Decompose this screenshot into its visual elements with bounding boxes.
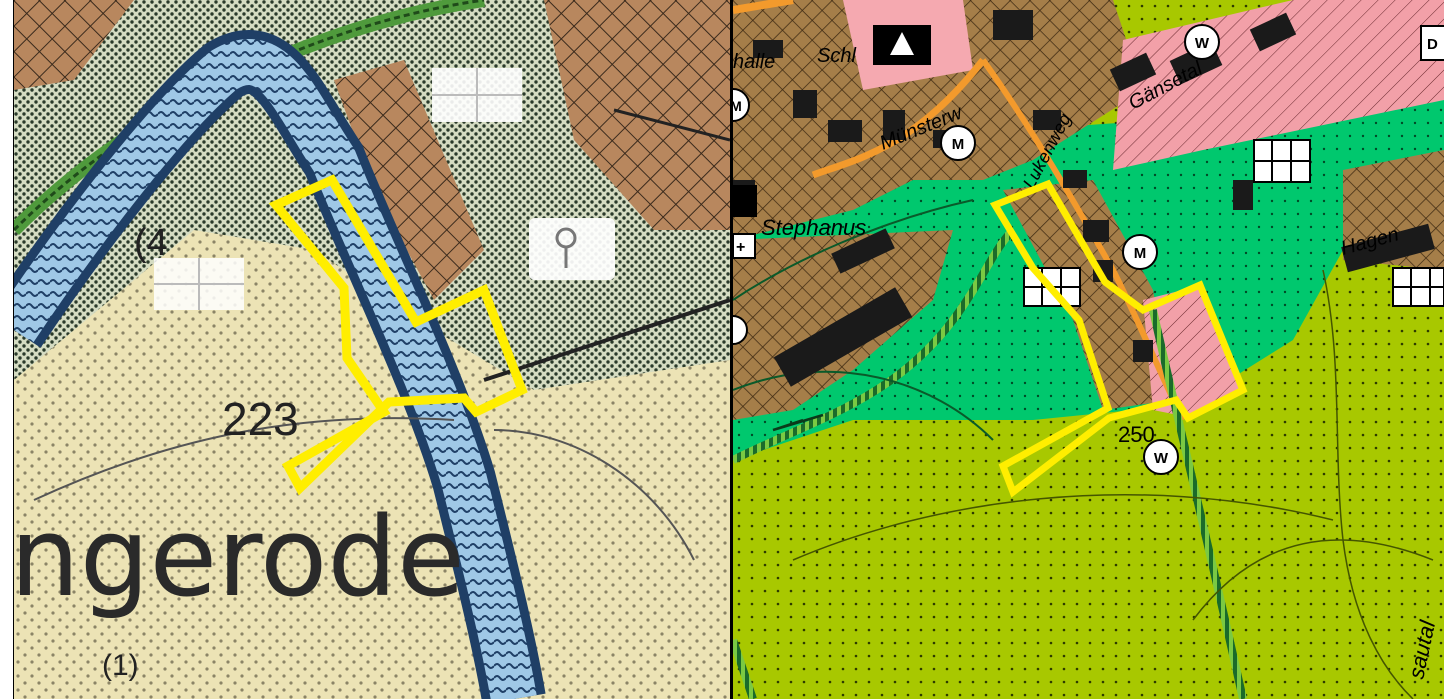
hedge-line bbox=[733, 227, 1016, 464]
marker-m-1-label: M bbox=[952, 136, 965, 153]
contour-line-3 bbox=[1322, 269, 1414, 699]
marker-m-1: M bbox=[940, 125, 976, 161]
mixed-use-area-north bbox=[733, 0, 1143, 240]
main-road-west bbox=[733, 0, 794, 14]
church-name-label: Stephanus bbox=[761, 215, 866, 240]
marker-w-bottom: W bbox=[1143, 439, 1179, 475]
grid-symbol-2 bbox=[154, 258, 244, 310]
project-boundary bbox=[989, 179, 1248, 498]
plus-label: + bbox=[736, 239, 745, 256]
marker-m-2: M bbox=[1122, 234, 1158, 270]
marker-w-top-label: W bbox=[1195, 35, 1210, 52]
edge-letter-label: D bbox=[1427, 36, 1438, 53]
elevation-label: 250 bbox=[1118, 422, 1155, 447]
church-symbol bbox=[733, 185, 757, 217]
key-symbol bbox=[529, 218, 615, 280]
stream-line-2 bbox=[733, 370, 994, 441]
settlement-block-top-left bbox=[14, 0, 134, 90]
elevation-label-bottom: (1) bbox=[102, 649, 139, 682]
grid-symbol-3 bbox=[1392, 267, 1444, 307]
public-facility-symbol bbox=[873, 25, 931, 65]
land-use-plan-map: W M M W M D bbox=[733, 0, 1444, 699]
mixed-use-area-center bbox=[1003, 180, 1173, 410]
regional-plan-map: 223 (4 (1) ngerode bbox=[14, 0, 730, 699]
contour-line bbox=[33, 417, 455, 501]
grid-symbol-1 bbox=[1253, 139, 1311, 183]
contour-line bbox=[792, 494, 1334, 561]
marker-w-bottom-label: W bbox=[1154, 450, 1169, 467]
panel-divider bbox=[730, 0, 733, 699]
marker-m-2-label: M bbox=[1134, 245, 1147, 262]
contour-line-2 bbox=[493, 429, 695, 561]
left-map-panel: 223 (4 (1) ngerode bbox=[14, 0, 730, 699]
marker-w-top: W bbox=[1184, 24, 1220, 60]
marker-m-edge: M bbox=[733, 88, 750, 122]
place-name-label: ngerode bbox=[14, 493, 465, 621]
river-pattern bbox=[14, 39, 537, 699]
flow-arrow bbox=[772, 413, 824, 432]
hedge-line-3 bbox=[733, 638, 757, 699]
stream-line bbox=[733, 199, 974, 301]
schl-label: Schl bbox=[817, 45, 856, 67]
marker-edge-circle bbox=[733, 315, 748, 345]
grid-symbol bbox=[432, 68, 522, 122]
road-line bbox=[483, 298, 730, 382]
left-frame-border bbox=[13, 0, 14, 699]
plus-box: + bbox=[733, 233, 756, 259]
edge-letter-box: D bbox=[1420, 25, 1444, 61]
elevation-label-small: (4 bbox=[134, 222, 168, 264]
elevation-label-main: 223 bbox=[222, 393, 299, 445]
settlement-block-center bbox=[334, 60, 484, 300]
contour-line-2 bbox=[1192, 539, 1434, 621]
marker-m-edge-label: M bbox=[733, 98, 742, 114]
road-line-2 bbox=[613, 108, 730, 142]
right-map-panel: W M M W M D bbox=[733, 0, 1444, 699]
halle-label: halle bbox=[733, 51, 775, 73]
main-road bbox=[811, 57, 986, 179]
hedge-line-2 bbox=[1149, 309, 1247, 699]
project-boundary bbox=[268, 174, 528, 496]
